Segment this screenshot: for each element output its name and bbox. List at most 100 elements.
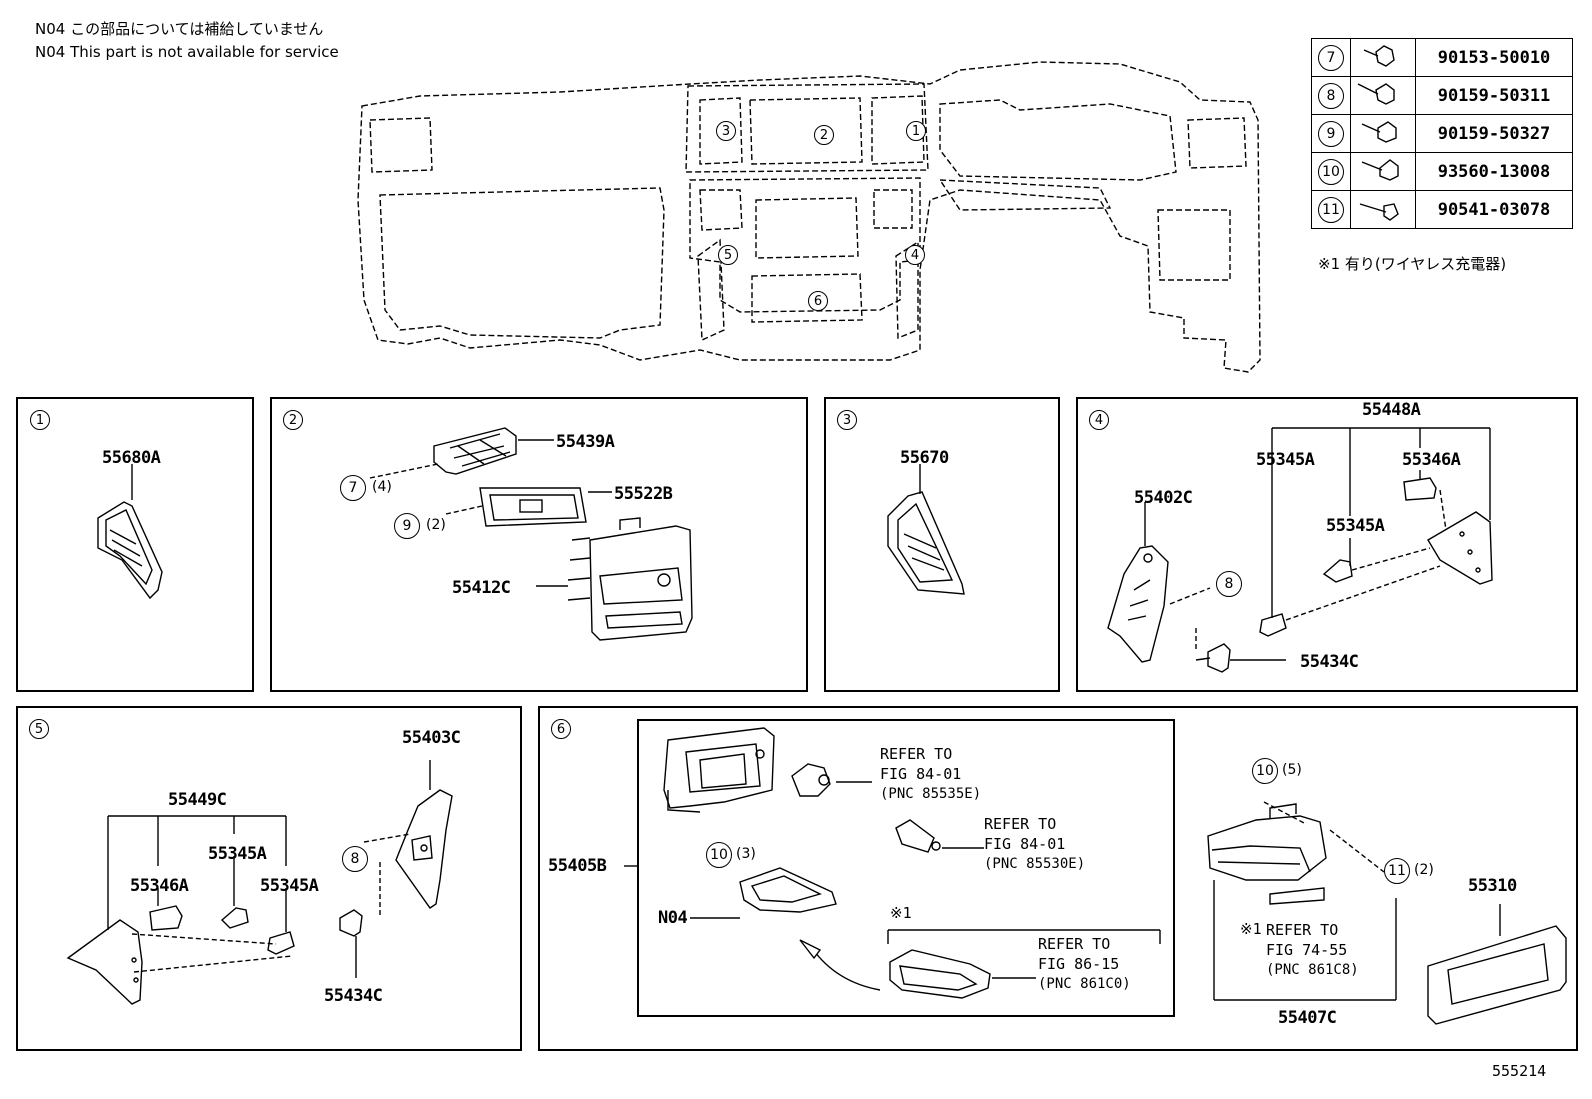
refer-line: REFER TO — [984, 815, 1057, 833]
bolt-row: 10 93560-13008 — [1311, 152, 1573, 191]
refer-pnc: (PNC 85535E) — [880, 786, 982, 802]
panel-number-2: 2 — [283, 410, 303, 430]
qty-7: (4) — [372, 479, 392, 495]
part-trim-panel-drawing — [66, 919, 143, 1005]
refer-861C8: REFER TO FIG 74-55 (PNC 861C8) — [1266, 920, 1359, 980]
part-label-55449C: 55449C — [168, 790, 227, 810]
refer-85530E: REFER TO FIG 84-01 (PNC 85530E) — [984, 814, 1085, 874]
part-inner-bracket-drawing — [663, 727, 775, 813]
bolt-part-number: 90159-50327 — [1415, 114, 1573, 153]
panel-number-4: 4 — [1089, 410, 1109, 430]
part-label-55346A: 55346A — [1402, 450, 1461, 470]
part-861C0-drawing — [889, 949, 1036, 999]
panel-2 — [270, 397, 808, 692]
bolt-row: 7 90153-50010 — [1311, 38, 1573, 77]
wireless-option-mark: ※1 — [890, 904, 912, 922]
part-label-55310: 55310 — [1468, 876, 1517, 896]
panel-number-1: 1 — [30, 410, 50, 430]
part-N04-drawing — [690, 867, 837, 919]
refer-fig: FIG 74-55 — [1266, 941, 1348, 959]
part-55434C-drawing — [1195, 643, 1286, 673]
part-55310-drawing — [1427, 904, 1567, 1025]
part-label-55403C: 55403C — [402, 728, 461, 748]
bolt-part-number: 93560-13008 — [1415, 152, 1573, 191]
panel-3 — [824, 397, 1060, 692]
part-55402C-drawing — [1107, 502, 1169, 663]
part-55439A-drawing — [433, 427, 554, 475]
bolt-icon — [1350, 152, 1416, 191]
qty-11: (2) — [1414, 862, 1434, 878]
bolt-icon — [1350, 76, 1416, 115]
panel-4 — [1076, 397, 1578, 692]
overview-callout-6: 6 — [808, 291, 828, 311]
part-55522B-drawing — [479, 487, 612, 527]
part-label-N04: N04 — [658, 908, 688, 928]
refer-85535E: REFER TO FIG 84-01 (PNC 85535E) — [880, 744, 981, 804]
part-85530E-drawing — [895, 819, 984, 853]
qty-10-b: (5) — [1282, 762, 1302, 778]
part-label-55412C: 55412C — [452, 578, 511, 598]
part-label-55670: 55670 — [900, 448, 949, 468]
part-55412C-drawing — [536, 517, 693, 641]
part-label-55448A: 55448A — [1362, 400, 1421, 420]
wireless-note: ※1 有り(ワイヤレス充電器) — [1318, 255, 1507, 273]
panel-6 — [538, 706, 1578, 1051]
part-label-55407C: 55407C — [1278, 1008, 1337, 1028]
refer-861C0: REFER TO FIG 86-15 (PNC 861C0) — [1038, 934, 1131, 994]
bolt-row: 9 90159-50327 — [1311, 114, 1573, 153]
part-label-55405B: 55405B — [548, 856, 607, 876]
overview-callout-2: 2 — [814, 125, 834, 145]
qty-10: (3) — [736, 846, 756, 862]
refer-pnc: (PNC 861C8) — [1266, 962, 1359, 978]
ref-9: 9 — [394, 513, 420, 539]
overview-callout-4: 4 — [905, 245, 925, 265]
bolt-ref: 7 — [1318, 44, 1344, 71]
part-label-55434C: 55434C — [1300, 652, 1359, 672]
part-label-55345A-b: 55345A — [1326, 516, 1385, 536]
ref-8: 8 — [1216, 571, 1242, 597]
wireless-bracket-lines — [887, 929, 1161, 944]
part-55449C-bracket-lines — [107, 815, 287, 932]
part-label-55522B: 55522B — [614, 484, 673, 504]
refer-pnc: (PNC 861C0) — [1038, 976, 1131, 992]
refer-pnc: (PNC 85530E) — [984, 856, 1086, 872]
note-jp: N04 この部品については補給していません — [35, 20, 324, 38]
qty-9: (2) — [426, 517, 446, 533]
part-label-55345A-b: 55345A — [260, 876, 319, 896]
part-55680A-drawing — [97, 464, 163, 600]
bolt-part-number: 90159-50311 — [1415, 76, 1573, 115]
part-label-55402C: 55402C — [1134, 488, 1193, 508]
refer-line: REFER TO — [1266, 921, 1339, 939]
part-label-55439A: 55439A — [556, 432, 615, 452]
bolt-icon — [1350, 114, 1416, 153]
part-bracket-drawing — [1427, 511, 1493, 585]
part-label-55345A: 55345A — [208, 844, 267, 864]
part-55407C-bracket-lines — [1213, 880, 1397, 1001]
bolt-row: 8 90159-50311 — [1311, 76, 1573, 115]
bolt-icon — [1350, 190, 1416, 229]
part-55346A-clip5-drawing — [149, 905, 183, 931]
part-label-55680A: 55680A — [102, 448, 161, 468]
part-55345A-clip5-drawing — [220, 907, 295, 955]
panel-number-5: 5 — [29, 719, 49, 739]
panel-1 — [16, 397, 254, 692]
overview-callout-5: 5 — [718, 245, 738, 265]
part-label-55434C: 55434C — [324, 986, 383, 1006]
note-en: N04 This part is not available for servi… — [35, 43, 339, 61]
bolt-ref: 11 — [1318, 196, 1344, 223]
part-55346A-clip-drawing — [1403, 477, 1437, 501]
dashboard-overview — [357, 61, 1261, 373]
bolt-icon — [1350, 38, 1416, 77]
part-55407C-drawing — [1207, 803, 1327, 905]
figure-number: 555214 — [1492, 1062, 1547, 1080]
part-55434C-5-drawing — [339, 909, 363, 978]
wireless-option-mark-b: ※1 — [1240, 920, 1262, 938]
bolt-ref: 10 — [1318, 158, 1344, 185]
part-85535E-drawing — [791, 763, 872, 797]
ref-11: 11 — [1384, 858, 1410, 884]
refer-fig: FIG 86-15 — [1038, 955, 1120, 973]
panel-number-3: 3 — [837, 410, 857, 430]
panel-5 — [16, 706, 522, 1051]
bolt-part-number: 90541-03078 — [1415, 190, 1573, 229]
ref-10: 10 — [706, 842, 732, 868]
